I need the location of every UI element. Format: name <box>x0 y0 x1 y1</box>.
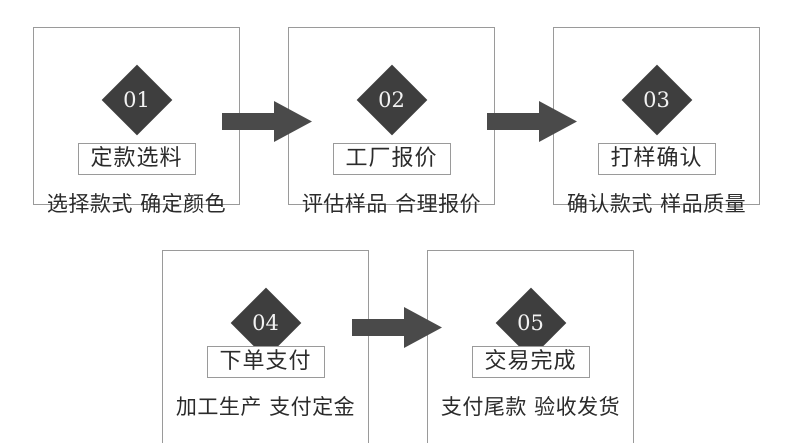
step-label-03: 打样确认 <box>597 143 716 175</box>
step-subtitle-01: 选择款式 确定颜色 <box>46 192 227 216</box>
step-subtitle-02: 评估样品 合理报价 <box>301 192 482 216</box>
arrow-step1-to-step2 <box>222 99 312 144</box>
step-number-text: 05 <box>517 311 544 335</box>
step-box-03: 03 打样确认确认款式 样品质量 <box>553 27 760 216</box>
step-number-text: 01 <box>123 88 150 112</box>
step-label-02: 工厂报价 <box>332 143 451 175</box>
step-box-01: 01 定款选料选择款式 确定颜色 <box>33 27 240 216</box>
step-box-04: 04 下单支付加工生产 支付定金 <box>162 250 369 443</box>
step-number-text: 02 <box>378 88 405 112</box>
step-number-diamond-icon: 01 <box>101 64 172 136</box>
step-label-04: 下单支付 <box>206 346 325 378</box>
arrow-step4-to-step5 <box>352 305 442 350</box>
step-subtitle-03: 确认款式 样品质量 <box>566 192 747 216</box>
arrow-step2-to-step3 <box>487 99 577 144</box>
step-number-text: 04 <box>252 311 279 335</box>
step-number-diamond-icon: 02 <box>356 64 427 136</box>
step-box-02: 02 工厂报价评估样品 合理报价 <box>288 27 495 216</box>
step-number-diamond-icon: 05 <box>495 287 566 359</box>
step-label-05: 交易完成 <box>471 346 590 378</box>
step-number-diamond-icon: 03 <box>621 64 692 136</box>
step-box-05: 05 交易完成支付尾款 验收发货 <box>427 250 634 443</box>
step-number-diamond-icon: 04 <box>230 287 301 359</box>
step-subtitle-05: 支付尾款 验收发货 <box>440 395 621 419</box>
step-subtitle-04: 加工生产 支付定金 <box>175 395 356 419</box>
step-label-01: 定款选料 <box>77 143 196 175</box>
step-number-text: 03 <box>643 88 670 112</box>
